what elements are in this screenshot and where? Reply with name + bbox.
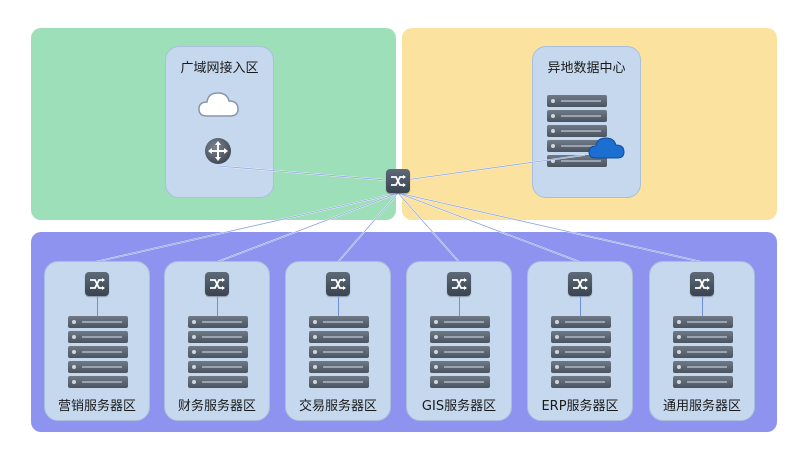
wan-access-title: 广域网接入区 — [180, 61, 259, 76]
datacenter-title: 异地数据中心 — [547, 61, 626, 76]
switch-icon — [85, 272, 109, 296]
server-zone-card: GIS服务器区 — [406, 261, 512, 421]
server-rack-icon — [309, 316, 369, 391]
server-zone-label: 通用服务器区 — [662, 399, 741, 414]
server-rack-icon — [551, 316, 611, 391]
server-zone-label: GIS服务器区 — [421, 399, 497, 414]
server-rack-icon — [430, 316, 490, 391]
switch-icon — [326, 272, 350, 296]
server-zone-label: ERP服务器区 — [541, 399, 619, 414]
server-rack-icon — [68, 316, 128, 391]
server-zone-label: 财务服务器区 — [177, 399, 256, 414]
server-rack-icon — [673, 316, 733, 391]
server-zone-card: 财务服务器区 — [164, 261, 270, 421]
server-rack-icon — [188, 316, 248, 391]
wan-access-card: 广域网接入区 — [165, 46, 274, 198]
server-zone-label: 营销服务器区 — [57, 399, 136, 414]
server-zone-label: 交易服务器区 — [298, 399, 377, 414]
switch-icon — [205, 272, 229, 296]
server-zone-card: ERP服务器区 — [527, 261, 633, 421]
server-zone-card: 交易服务器区 — [285, 261, 391, 421]
router-icon — [204, 137, 232, 169]
datacenter-card: 异地数据中心 — [532, 46, 641, 198]
cloud-icon — [197, 89, 241, 123]
cloud-storage-icon — [588, 135, 626, 165]
switch-icon — [568, 272, 592, 296]
server-zone-card: 营销服务器区 — [44, 261, 150, 421]
core-switch-icon — [386, 169, 410, 193]
server-zone-card: 通用服务器区 — [649, 261, 755, 421]
switch-icon — [690, 272, 714, 296]
switch-icon — [447, 272, 471, 296]
